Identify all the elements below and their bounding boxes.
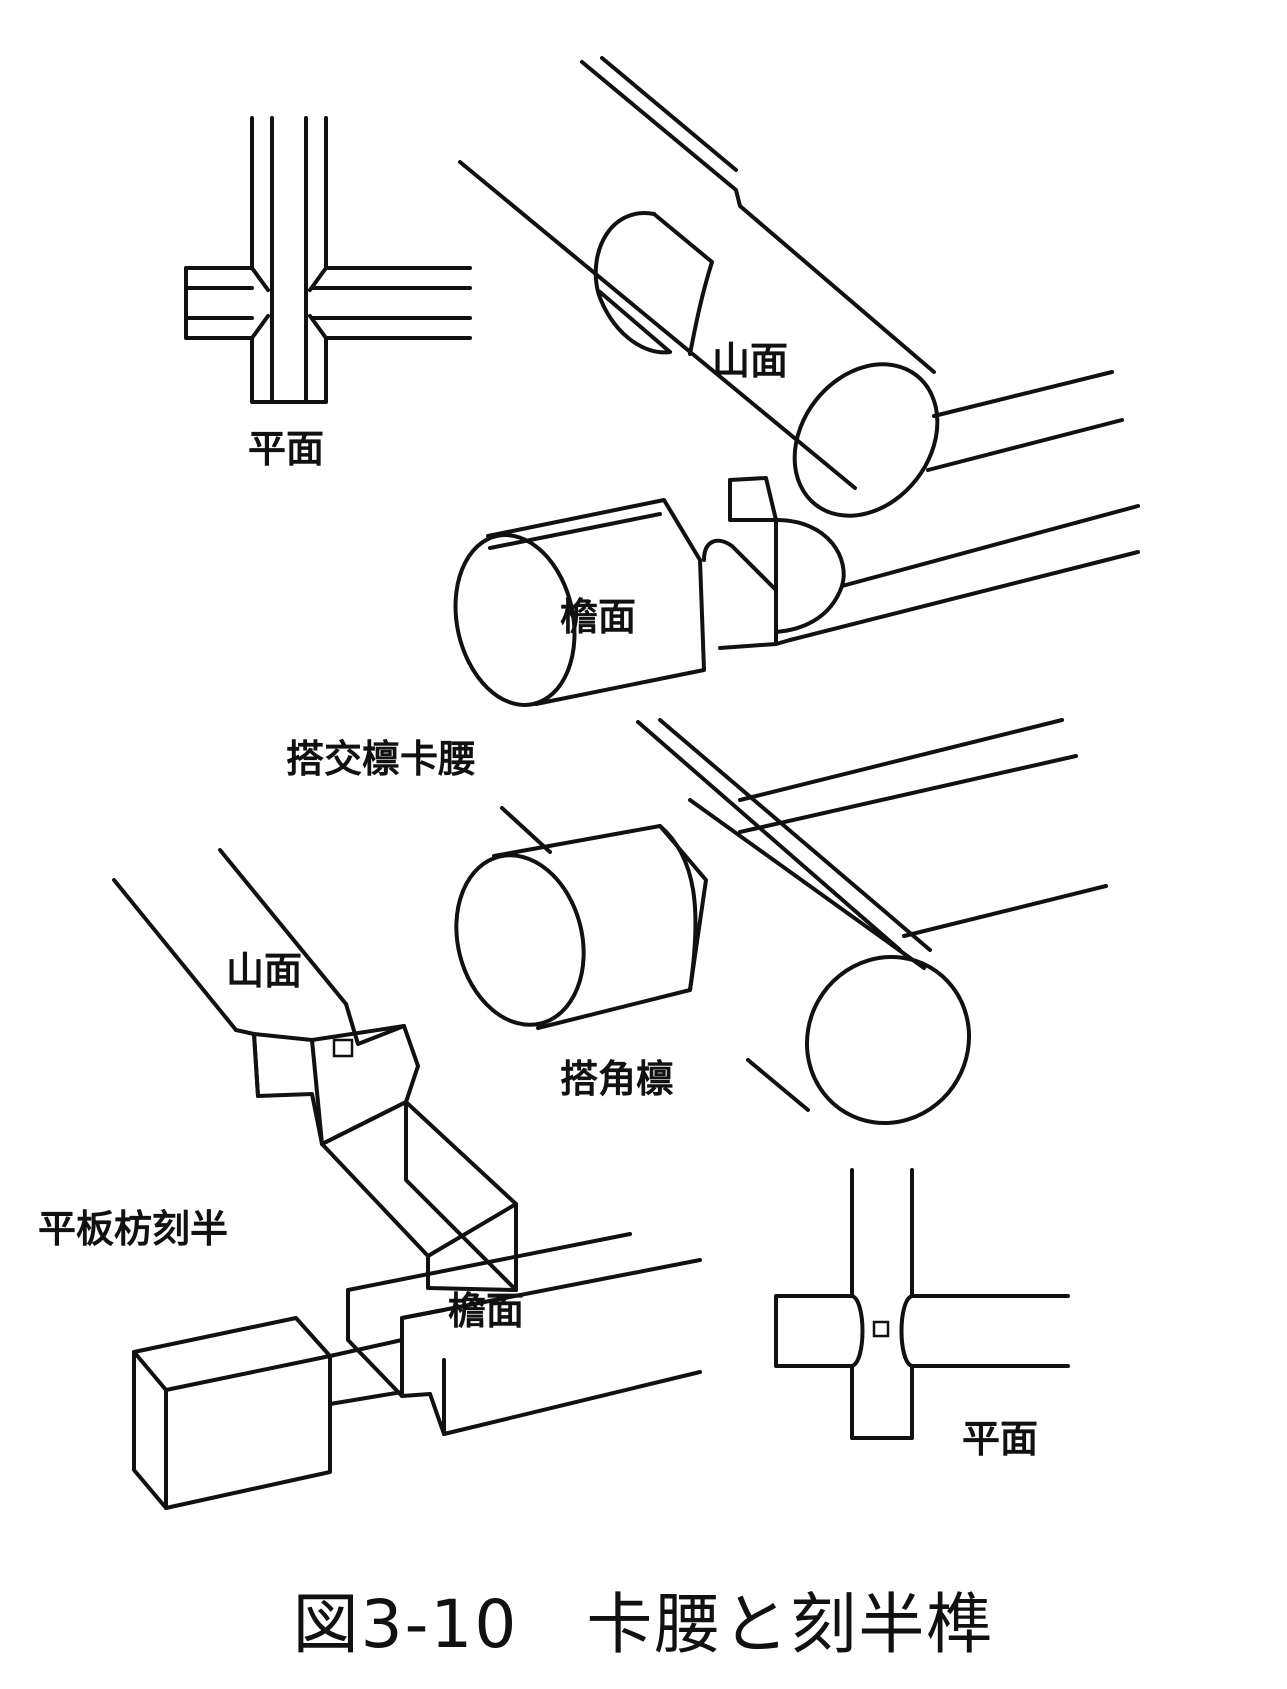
- label-plan-bottom: 平面: [962, 1417, 1039, 1461]
- label-joint-1-name: 搭交檩卡腰: [286, 737, 477, 781]
- label-senmen-top: 檐面: [560, 595, 637, 639]
- label-senmen-bottom: 檐面: [448, 1289, 525, 1333]
- label-yamamen-top: 山面: [712, 339, 789, 383]
- plate-half-lap-joint: [112, 848, 702, 1510]
- purlin-cross-joint: [453, 56, 1140, 707]
- label-joint-3-name: 平板枋刻半: [38, 1207, 229, 1251]
- plan-view-bottom-right: [774, 1168, 1070, 1440]
- figure-caption: 図3-10 卡腰と刻半榫: [292, 1586, 995, 1663]
- label-plan-top: 平面: [248, 427, 325, 471]
- label-yamamen-bottom: 山面: [226, 949, 303, 993]
- plan-view-top-left: [184, 116, 472, 404]
- corner-purlin-joint: [454, 718, 1108, 1126]
- label-joint-2-name: 搭角檩: [560, 1057, 675, 1101]
